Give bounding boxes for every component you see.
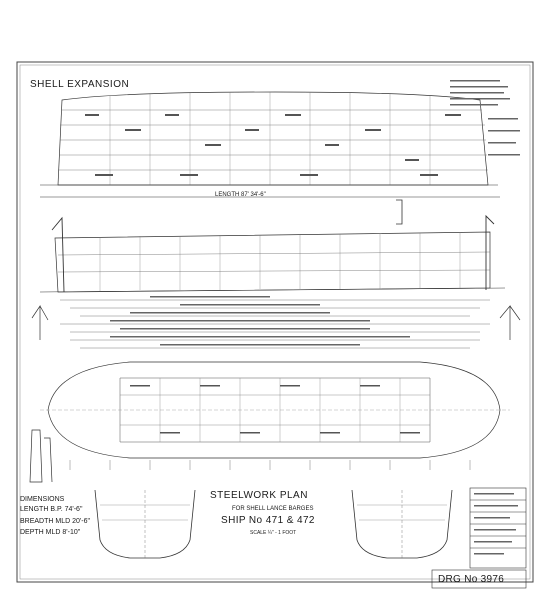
shell-expansion-view bbox=[40, 91, 500, 198]
inner-frame bbox=[19, 64, 531, 580]
frame-detail-left bbox=[29, 429, 53, 483]
midship-section-left bbox=[94, 489, 196, 560]
dimension-lines bbox=[60, 299, 490, 349]
elevation-view bbox=[39, 199, 506, 293]
section-left bbox=[31, 304, 49, 340]
midship-section-right bbox=[351, 489, 453, 560]
shell-expansion-title: SHELL EXPANSION bbox=[30, 79, 130, 90]
length-label: LENGTH 87' 34'-6" bbox=[215, 192, 266, 198]
notes-block bbox=[450, 80, 520, 156]
dimension-breadth: BREADTH MLD 20'-6" bbox=[20, 518, 90, 525]
title-block-text bbox=[474, 493, 518, 555]
subtitle: FOR SHELL LANCE BARGES bbox=[232, 506, 314, 512]
ship-number: SHIP No 471 & 472 bbox=[221, 515, 315, 526]
drawing-number: DRG No 3976 bbox=[438, 574, 505, 585]
shell-plate-marks bbox=[85, 114, 461, 176]
title-block bbox=[431, 487, 527, 589]
dimension-text-marks bbox=[110, 296, 410, 346]
steelwork-plan-title: STEELWORK PLAN bbox=[210, 490, 308, 501]
plan-view bbox=[40, 361, 510, 470]
elevation-bulkheads bbox=[51, 214, 495, 293]
section-right bbox=[499, 305, 521, 340]
scale-label: SCALE ¼" - 1 FOOT bbox=[250, 530, 297, 536]
dimension-depth: DEPTH MLD 8'-10" bbox=[20, 529, 81, 536]
dimensions-heading: DIMENSIONS bbox=[20, 496, 65, 503]
dimension-length: LENGTH B.P. 74'-6" bbox=[20, 506, 83, 513]
plan-marks bbox=[130, 385, 420, 434]
outer-frame bbox=[16, 61, 534, 583]
